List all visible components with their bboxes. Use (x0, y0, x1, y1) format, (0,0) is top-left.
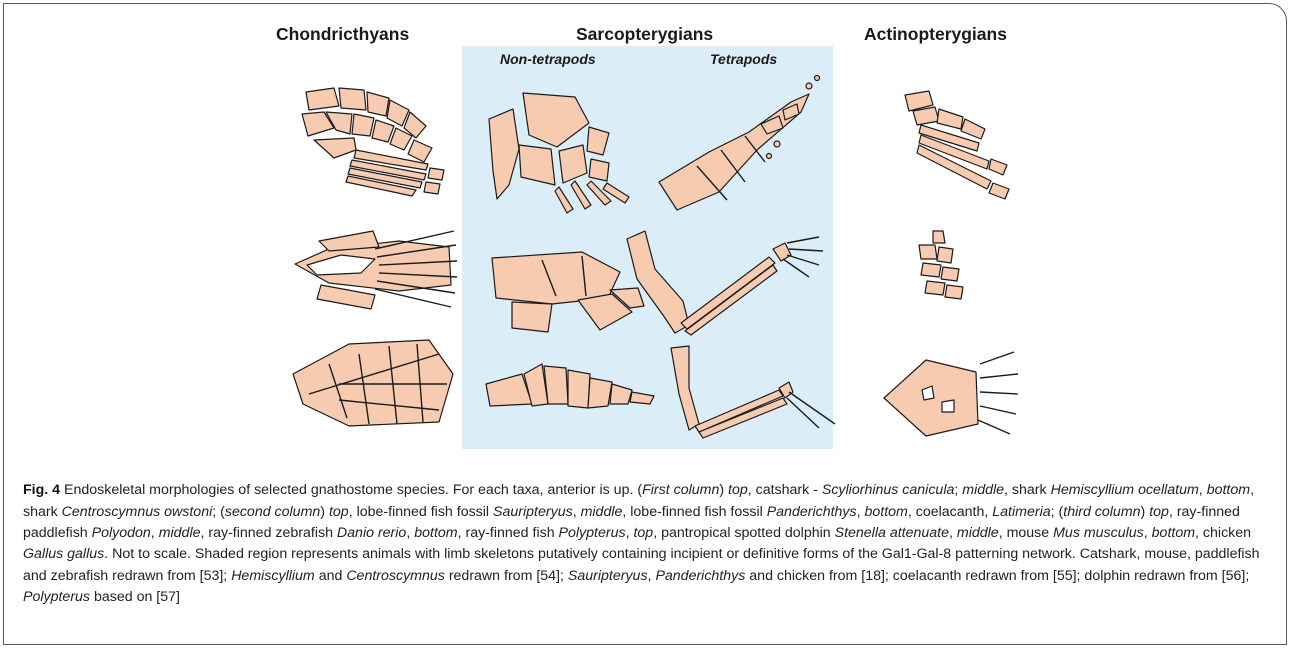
caption-segment: Panderichthys (655, 568, 745, 584)
caption-segment: , chicken (1195, 525, 1251, 541)
caption-segment: Panderichthys (767, 504, 857, 520)
polyodon-fin-skeleton (899, 89, 1019, 204)
caption-segment: Polypterus (559, 525, 626, 541)
caption-segment: Sauripteryus (493, 504, 573, 520)
caption-segment: First column (642, 482, 719, 498)
caption-segment: second column (225, 504, 320, 520)
caption-segment: , (573, 504, 581, 520)
caption-segment: bottom (1207, 482, 1250, 498)
header-sarcopterygians: Sarcopterygians (576, 24, 713, 45)
caption-segment: Hemiscyllium ocellatum (1051, 482, 1199, 498)
caption-segment: Centroscymnus (346, 568, 445, 584)
caption-segment: ) (320, 504, 329, 520)
figure-panel: Chondricthyans Sarcopterygians Actinopte… (3, 3, 1287, 645)
caption-segment: , (1199, 482, 1207, 498)
caption-segment: Polyodon (92, 525, 151, 541)
hemiscyllium-fin-skeleton (289, 219, 459, 314)
caption-segment: , pantropical spotted dolphin (653, 525, 834, 541)
caption-segment: Endoskeletal morphologies of selected gn… (60, 482, 642, 498)
caption-segment: , (1144, 525, 1152, 541)
caption-segment: , lobe-finned fish fossil (349, 504, 493, 520)
caption-segment: , (949, 525, 957, 541)
catshark-fin-skeleton (294, 84, 454, 199)
caption-segment: ) (719, 482, 728, 498)
caption-label: Fig. 4 (23, 482, 60, 498)
caption-segment: Polypterus (23, 589, 90, 605)
caption-segment: redrawn from [54]; (445, 568, 568, 584)
latimeria-fin-skeleton (482, 354, 657, 424)
caption-segment: middle (159, 525, 201, 541)
caption-segment: Stenella attenuate (835, 525, 949, 541)
caption-segment: top (728, 482, 748, 498)
caption-segment: , coelacanth, (908, 504, 992, 520)
caption-segment: top (329, 504, 349, 520)
caption-segment: third column (1063, 504, 1140, 520)
caption-segment: ) (1141, 504, 1150, 520)
mouse-limb-skeleton (619, 229, 829, 339)
caption-segment: bottom (1152, 525, 1195, 541)
polypterus-fin-skeleton (880, 344, 1020, 444)
caption-segment: , (151, 525, 159, 541)
caption-segment: , ray-finned zebrafish (200, 525, 336, 541)
subheader-tetrapods: Tetrapods (710, 51, 777, 67)
caption-segment: Sauripteryus (568, 568, 648, 584)
danio-fin-skeleton (917, 229, 977, 309)
sauripteryus-fin-skeleton (479, 89, 639, 234)
caption-segment: ; ( (1051, 504, 1064, 520)
caption-segment: Scyliorhinus canicula (822, 482, 954, 498)
caption-segment: middle (957, 525, 999, 541)
caption-segment: top (1149, 504, 1169, 520)
header-actinopterygians: Actinopterygians (864, 24, 1007, 45)
caption-segment: , shark (1004, 482, 1051, 498)
caption-segment: ; ( (212, 504, 225, 520)
centroscymnus-fin-skeleton (289, 334, 459, 434)
caption-segment: Gallus gallus (23, 546, 104, 562)
caption-segment: Latimeria (992, 504, 1050, 520)
caption-segment: Danio rerio (337, 525, 406, 541)
figure-caption: Fig. 4 Endoskeletal morphologies of sele… (23, 480, 1275, 608)
caption-segment: Hemiscyllium (231, 568, 315, 584)
caption-segment: and (315, 568, 347, 584)
header-chondrichthyans: Chondricthyans (276, 24, 409, 45)
caption-segment: bottom (865, 504, 908, 520)
caption-segment: bottom (414, 525, 457, 541)
caption-segment: based on [57] (90, 589, 180, 605)
caption-segment: top (633, 525, 653, 541)
caption-segment: , ray-finned fish (458, 525, 559, 541)
dolphin-flipper-skeleton (649, 72, 824, 217)
caption-segment: , catshark - (748, 482, 822, 498)
caption-segment: , mouse (999, 525, 1053, 541)
caption-segment: , (857, 504, 865, 520)
caption-segment: and chicken from [18]; coelacanth redraw… (745, 568, 1249, 584)
caption-segment: middle (581, 504, 623, 520)
caption-segment: Centroscymnus owstoni (62, 504, 213, 520)
chicken-limb-skeleton (659, 344, 839, 444)
caption-segment: , lobe-finned fish fossil (622, 504, 766, 520)
caption-segment: Mus musculus (1053, 525, 1144, 541)
subheader-non-tetrapods: Non-tetrapods (500, 51, 596, 67)
caption-segment: middle (962, 482, 1004, 498)
